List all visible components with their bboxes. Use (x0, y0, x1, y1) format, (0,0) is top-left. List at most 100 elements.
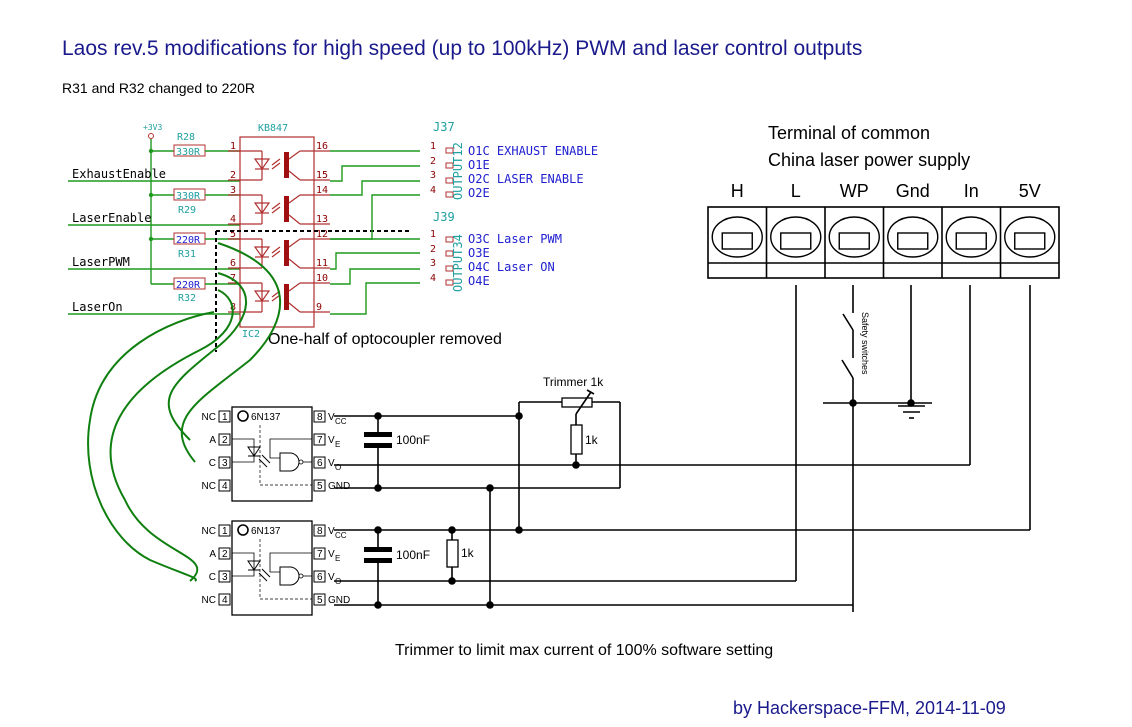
output-wiring (330, 150, 420, 315)
terminal-5v: 5V (999, 181, 1056, 278)
svg-text:E: E (335, 554, 340, 563)
svg-text:4: 4 (430, 273, 436, 284)
pin-label: GND (328, 481, 350, 492)
terminal-l: L (765, 181, 822, 278)
svg-text:4: 4 (222, 595, 228, 606)
svg-text:O: O (335, 463, 341, 472)
svg-text:100nF: 100nF (396, 548, 430, 562)
bottom-note: Trimmer to limit max current of 100% sof… (395, 642, 773, 659)
credit: by Hackerspace-FFM, 2014-11-09 (733, 698, 1006, 718)
svg-text:330R: 330R (176, 191, 201, 202)
resistor-r29: 330R R29 (151, 188, 240, 216)
svg-text:4: 4 (230, 214, 236, 225)
svg-text:LaserEnable: LaserEnable (72, 211, 151, 225)
svg-text:13: 13 (316, 214, 328, 225)
svg-text:R31: R31 (178, 249, 196, 260)
svg-text:16: 16 (316, 141, 328, 152)
pin-label: C (209, 572, 216, 583)
power-symbol-icon (148, 133, 154, 139)
pin1-marker-icon (237, 410, 249, 422)
svg-text:Trimmer 1k: Trimmer 1k (543, 375, 604, 389)
terminal-label: H (731, 181, 744, 201)
opto-wiring: 100nF Trimmer 1k 1k 100nF (334, 285, 1031, 609)
svg-text:CC: CC (335, 531, 347, 540)
connector-j37: J37 1 2 3 4 OUTPUT12 O1C EXHAUST ENABLE … (430, 120, 598, 200)
jumper-wires (87, 242, 282, 582)
svg-text:O2E: O2E (468, 186, 490, 200)
svg-text:330R: 330R (176, 147, 201, 158)
svg-text:100nF: 100nF (396, 433, 430, 447)
svg-text:O1E: O1E (468, 158, 490, 172)
svg-text:KB847: KB847 (258, 123, 288, 134)
pin-label: V (328, 458, 335, 469)
resistor-r28: 330R R28 (151, 132, 240, 158)
power-label: +3V3 (143, 123, 162, 132)
svg-text:6N137: 6N137 (251, 412, 281, 423)
svg-text:1: 1 (222, 526, 228, 537)
terminal-gnd: Gnd (882, 181, 939, 278)
svg-text:3: 3 (222, 458, 228, 469)
svg-text:220R: 220R (176, 235, 201, 246)
svg-text:LaserPWM: LaserPWM (72, 255, 130, 269)
svg-text:1: 1 (222, 412, 228, 423)
pin-label: NC (202, 526, 216, 537)
terminal-in: In (941, 181, 997, 278)
svg-text:1k: 1k (585, 433, 599, 447)
svg-text:12: 12 (316, 229, 328, 240)
net-laser-pwm: LaserPWM (68, 255, 240, 270)
svg-text:1: 1 (430, 229, 436, 240)
pin-label: V (328, 412, 335, 423)
svg-text:IC2: IC2 (242, 329, 260, 340)
pin-label: NC (202, 412, 216, 423)
safety-switches: Safety switches (841, 285, 870, 612)
svg-text:7: 7 (317, 435, 323, 446)
net-exhaust-enable: ExhaustEnable (68, 167, 240, 182)
svg-text:8: 8 (317, 412, 323, 423)
safety-label: Safety switches (860, 312, 870, 375)
terminal-caption-1: Terminal of common (768, 123, 930, 143)
svg-text:3: 3 (230, 185, 236, 196)
svg-text:CC: CC (335, 417, 347, 426)
terminal-caption-2: China laser power supply (768, 150, 970, 170)
svg-text:O1C EXHAUST ENABLE: O1C EXHAUST ENABLE (468, 144, 598, 158)
pin1-marker-icon (237, 524, 249, 536)
svg-text:2: 2 (222, 435, 228, 446)
svg-text:1: 1 (230, 141, 236, 152)
svg-text:5: 5 (230, 229, 236, 240)
terminal-label: 5V (1019, 181, 1041, 201)
svg-text:10: 10 (316, 273, 328, 284)
svg-text:6N137: 6N137 (251, 526, 281, 537)
svg-text:R28: R28 (177, 132, 195, 143)
terminal-label: Gnd (896, 181, 930, 201)
svg-text:9: 9 (316, 302, 322, 313)
pin-label: V (328, 435, 335, 446)
svg-text:E: E (335, 440, 340, 449)
svg-text:R29: R29 (178, 205, 196, 216)
connector-j39: J39 1 2 3 4 OUTPUT34 O3C Laser PWM O3E O… (430, 210, 562, 292)
svg-text:J37: J37 (433, 120, 455, 134)
junction-dot (907, 399, 915, 407)
terminal-label: L (791, 181, 801, 201)
svg-text:R32: R32 (178, 293, 196, 304)
optocoupler-channel (228, 238, 330, 269)
svg-text:14: 14 (316, 185, 328, 196)
svg-text:5: 5 (317, 595, 323, 606)
svg-text:2: 2 (230, 170, 236, 181)
svg-text:220R: 220R (176, 280, 201, 291)
svg-text:O3C Laser PWM: O3C Laser PWM (468, 232, 562, 246)
terminal-wp: WP (824, 181, 880, 278)
optocoupler-channel (228, 194, 330, 225)
subtitle: R31 and R32 changed to 220R (62, 80, 255, 96)
terminal-label: WP (840, 181, 869, 201)
jumper-wire-pwm-a (167, 272, 248, 441)
terminal-label: In (964, 181, 979, 201)
junction-dot (849, 399, 857, 407)
svg-text:1k: 1k (461, 546, 475, 560)
net-laser-enable: LaserEnable (68, 211, 240, 226)
terminal-block: Terminal of common China laser power sup… (707, 123, 1060, 279)
jumper-wire-pwm-c (180, 242, 282, 463)
terminal-h: H (711, 181, 763, 258)
net-laser-on: LaserOn (68, 300, 240, 315)
